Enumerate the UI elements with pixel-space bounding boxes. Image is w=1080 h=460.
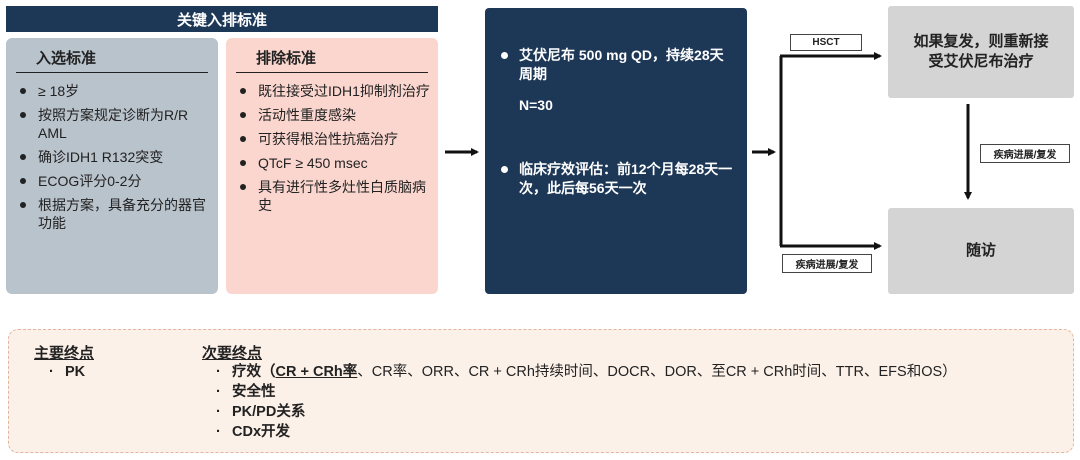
bullet-icon: · — [216, 404, 221, 420]
exclusion-item: 具有进行性多灶性白质脑病史 — [236, 178, 430, 214]
exclusion-criteria-panel: 排除标准 既往接受过IDH1抑制剂治疗 活动性重度感染 可获得根治性抗癌治疗 Q… — [226, 38, 438, 294]
exclusion-item: QTcF ≥ 450 msec — [236, 154, 430, 172]
treatment-dose: 艾伏尼布 500 mg QD，持续28天周期 — [499, 46, 737, 84]
endpoints-box: 主要终点 · PK 次要终点 · 疗效（CR + CRh率、CR率、ORR、CR +… — [8, 329, 1074, 453]
inclusion-item: ECOG评分0-2分 — [16, 172, 210, 190]
secondary-endpoint-safety: · 安全性 — [216, 382, 276, 402]
efficacy-other-metrics: 、CR率、ORR、CR + CRh持续时间、DOCR、DOR、至CR + CRh… — [357, 364, 957, 380]
primary-endpoint-item: · PK — [49, 362, 85, 382]
secondary-endpoint-efficacy: · 疗效（CR + CRh率、CR率、ORR、CR + CRh持续时间、DOCR、… — [216, 362, 957, 382]
relapse-retreatment-box: 如果复发，则重新接受艾伏尼布治疗 — [888, 6, 1074, 98]
secondary-endpoint-cdx: · CDx开发 — [216, 422, 290, 442]
efficacy-assessment: 临床疗效评估：前12个月每28天一次，此后每56天一次 — [499, 160, 737, 198]
efficacy-key-metric: CR + CRh率 — [275, 364, 358, 380]
secondary-endpoint-title: 次要终点 — [202, 345, 263, 362]
inclusion-item: 根据方案，具备充分的器官功能 — [16, 196, 210, 232]
inclusion-list: ≥ 18岁 按照方案规定诊断为R/R AML 确诊IDH1 R132突变 ECO… — [16, 82, 210, 238]
enrollment-count: N=30 — [519, 97, 553, 113]
treatment-box: 艾伏尼布 500 mg QD，持续28天周期 N=30 临床疗效评估：前12个月… — [485, 8, 747, 294]
cdx-text: CDx开发 — [232, 424, 291, 440]
inclusion-item: ≥ 18岁 — [16, 82, 210, 100]
exclusion-item: 活动性重度感染 — [236, 106, 430, 124]
pkpd-text: PK/PD关系 — [232, 404, 306, 420]
primary-endpoint-text: PK — [65, 364, 86, 380]
secondary-endpoint-pkpd: · PK/PD关系 — [216, 402, 305, 422]
efficacy-label: 疗效（ — [232, 364, 276, 380]
progression-label-left: 疾病进展/复发 — [782, 254, 872, 273]
exclusion-item: 可获得根治性抗癌治疗 — [236, 130, 430, 148]
inclusion-item: 按照方案规定诊断为R/R AML — [16, 106, 210, 142]
bullet-icon: · — [216, 384, 221, 400]
relapse-retreatment-text: 如果复发，则重新接受艾伏尼布治疗 — [913, 33, 1049, 70]
flow-connectors — [445, 52, 972, 250]
bullet-icon: · — [49, 364, 54, 380]
hsct-label: HSCT — [790, 34, 862, 51]
followup-box: 随访 — [888, 208, 1074, 294]
progression-label-right: 疾病进展/复发 — [980, 144, 1070, 163]
bullet-icon: · — [216, 364, 221, 380]
bullet-icon: · — [216, 424, 221, 440]
inclusion-criteria-panel: 入选标准 ≥ 18岁 按照方案规定诊断为R/R AML 确诊IDH1 R132突… — [6, 38, 218, 294]
exclusion-title: 排除标准 — [236, 48, 428, 73]
safety-text: 安全性 — [232, 384, 276, 400]
criteria-header: 关键入排标准 — [6, 6, 438, 32]
inclusion-item: 确诊IDH1 R132突变 — [16, 148, 210, 166]
primary-endpoint-title: 主要终点 — [34, 345, 95, 362]
inclusion-title: 入选标准 — [16, 48, 208, 73]
exclusion-list: 既往接受过IDH1抑制剂治疗 活动性重度感染 可获得根治性抗癌治疗 QTcF ≥… — [236, 82, 430, 220]
exclusion-item: 既往接受过IDH1抑制剂治疗 — [236, 82, 430, 100]
